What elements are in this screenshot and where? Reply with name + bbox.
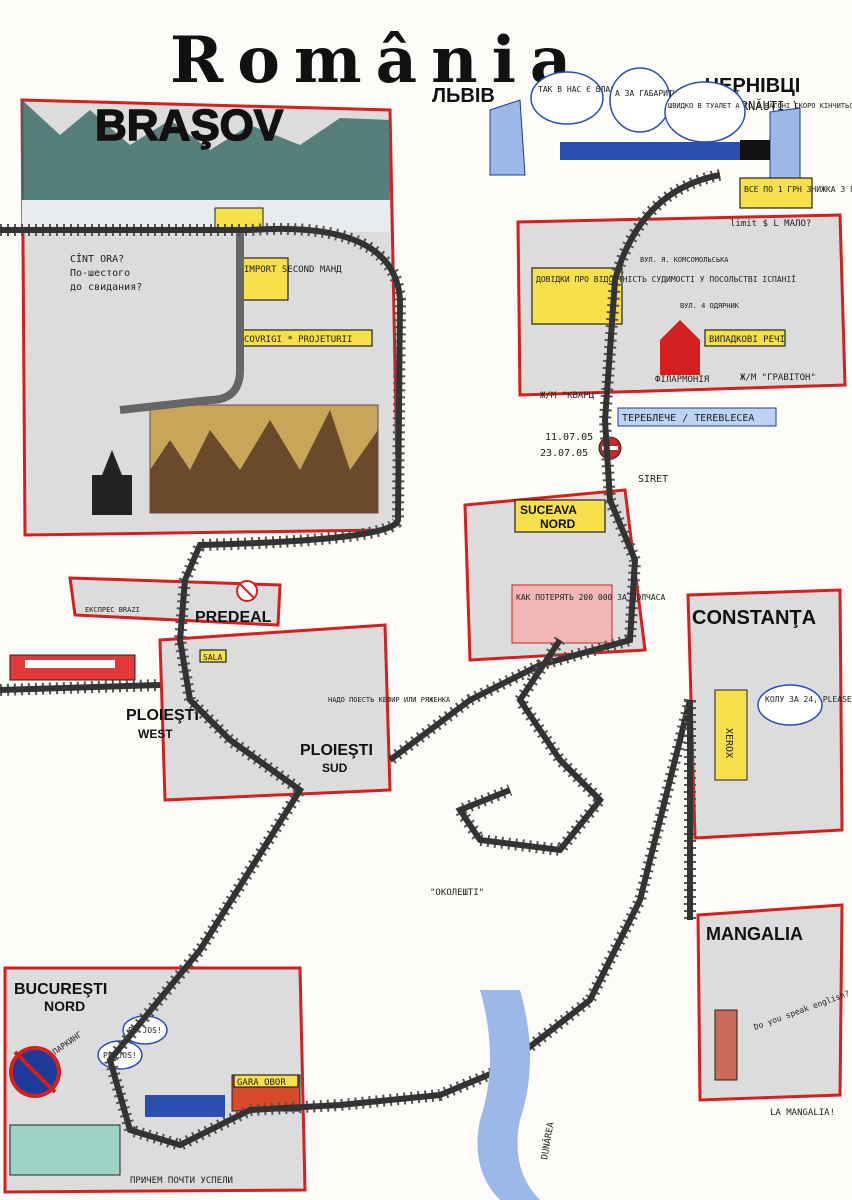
bucuresti-panel: BUCUREŞTI NORD ПАРКИНГ PE JOS! PE JOS! G… [3, 966, 307, 1194]
no-bus-icon [236, 580, 258, 602]
danube-river [477, 990, 540, 1200]
lviv-train-scene [489, 99, 801, 181]
ploiesti-sud-sub: SUD [322, 761, 348, 775]
cint-ora-text: CÎNT ORA? [70, 252, 124, 265]
tereblece-label: ТЕРЕБЛЕЧЕ / TEREBLECEA [622, 413, 754, 424]
4-odyarnyk-label: ВУЛ. 4 ОДЯРНИК [680, 302, 740, 310]
dovidky-label: ДОВІДКИ ПРО ВІДСУТНІСТЬ СУДИМОСТІ У ПОСО… [536, 274, 796, 284]
ploiesti-west-label: PLOIEŞTI [126, 707, 199, 724]
speech-bubble-3: ШВИДКО В ТУАЛЕТ А ТО В ВАГОНІ СКОРО КІНЧ… [664, 81, 852, 143]
date-in-label: 23.07.05 [540, 448, 588, 459]
pe-jos-bubble-2: PE JOS! [103, 1051, 137, 1060]
bucuresti-sub-label: NORD [44, 998, 85, 1014]
date-out-label: 11.07.05 [545, 432, 593, 443]
train-icon [9, 654, 136, 681]
suceava-panel: SUCEAVA NORD КАК ПОТЕРЯТЬ 200 000 ЗА ПОЛ… [463, 488, 665, 662]
brasov-label: BRAŞOV [95, 101, 284, 150]
komsomolska-label: ВУЛ. Я. КОМСОМОЛЬСЬКА [640, 256, 729, 264]
constanta-panel: CONSTANŢA XEROX КОЛУ ЗА 24, PLEASE [686, 588, 852, 840]
prichem-label: ПРИЧЕМ ПОЧТИ УСПЕЛИ [130, 1176, 233, 1186]
svg-text:ШВИДКО В ТУАЛЕТ А ТО В ВАГОНІ: ШВИДКО В ТУАЛЕТ А ТО В ВАГОНІ СКОРО КІНЧ… [668, 102, 852, 110]
constanta-label: CONSTANŢA [692, 607, 816, 629]
ploiesti-sud-label: PLOIEŞTI [300, 742, 373, 759]
siret-label: SIRET [638, 474, 668, 485]
dunarea-label: DUNĂREA [538, 1121, 557, 1161]
sala-label: SALA [203, 653, 222, 662]
limit-label: limit $ L МАЛО? [730, 219, 811, 229]
no-parking-icon [9, 1046, 61, 1098]
svg-text:ТАК В НАС Є ВЛАСЬ КАРТА...: ТАК В НАС Є ВЛАСЬ КАРТА... [538, 85, 663, 94]
suceava-sub-label: NORD [540, 517, 576, 531]
railway-network [0, 169, 722, 1152]
predeal-panel: PREDEAL ЕКСПРЕС BRAZI [68, 576, 282, 627]
map-title: România [170, 23, 585, 98]
filarmoniya-label: ФІЛАРМОНІЯ [655, 375, 709, 385]
pe-jos-bubble: PE JOS! [128, 1026, 162, 1035]
ploiesti-panel: PLOIEŞTI WEST PLOIEŞTI SUD НАДО ПОЕСТЬ К… [126, 623, 451, 802]
kvarts-label: Ж/М "КВАРЦ" [540, 391, 600, 401]
church-icon [92, 450, 132, 515]
po-shestogo-text: По-шестого [70, 268, 130, 279]
vypadkovi-label: ВИПАДКОВІ РЕЧІ [709, 335, 785, 345]
express-brazi-label: ЕКСПРЕС BRAZI [85, 606, 140, 614]
kolu-za-bubble: КОЛУ ЗА 24, PLEASE [765, 695, 852, 704]
gara-obor-label: GARA OBOR [237, 1078, 286, 1088]
xerox-label: XEROX [723, 728, 734, 758]
okolesti-label: "ОКОЛЕШТІ" [430, 888, 484, 898]
bucuresti-label: BUCUREŞTI [14, 981, 107, 998]
vse-po-label: ВСЕ ПО 1 ГРН ЗНИЖКА 3 ГРН [744, 185, 852, 194]
mangalia-label: MANGALIA [706, 924, 803, 944]
kak-poteryat-label: КАК ПОТЕРЯТЬ 200 000 ЗА ПОЛЧАСА [516, 593, 665, 602]
la-mangalia-label: LA MANGALIA! [770, 1108, 835, 1118]
import-second-label: IMPORT SECOND МАНД [244, 265, 342, 275]
nado-poest-label: НАДО ПОЕСТЬ КЕФИР ИЛИ РЯЖЕНКА [328, 696, 451, 704]
suceava-label: SUCEAVA [520, 503, 577, 517]
gravitoн-label: Ж/М "ГРАВІТОН" [740, 373, 816, 383]
covrigi-label: COVRIGI * PROJETURII [244, 335, 352, 345]
ploiesti-west-sub: WEST [138, 727, 173, 741]
chernivtsi-panel: ДОВІДКИ ПРО ВІДСУТНІСТЬ СУДИМОСТІ У ПОСО… [516, 213, 847, 401]
predeal-label: PREDEAL [195, 609, 272, 626]
mangalia-panel: MANGALIA Do you speak english? [696, 903, 851, 1102]
brasov-panel: BRAŞOV IMPORT SECOND МАНД COVRIGI * PROJ… [20, 98, 400, 537]
speech-bubble-1: ТАК В НАС Є ВЛАСЬ КАРТА... [530, 71, 663, 125]
do-svidaniya-text: до свидания? [70, 282, 142, 293]
lviv-label: ЛЬВІВ [432, 85, 495, 107]
